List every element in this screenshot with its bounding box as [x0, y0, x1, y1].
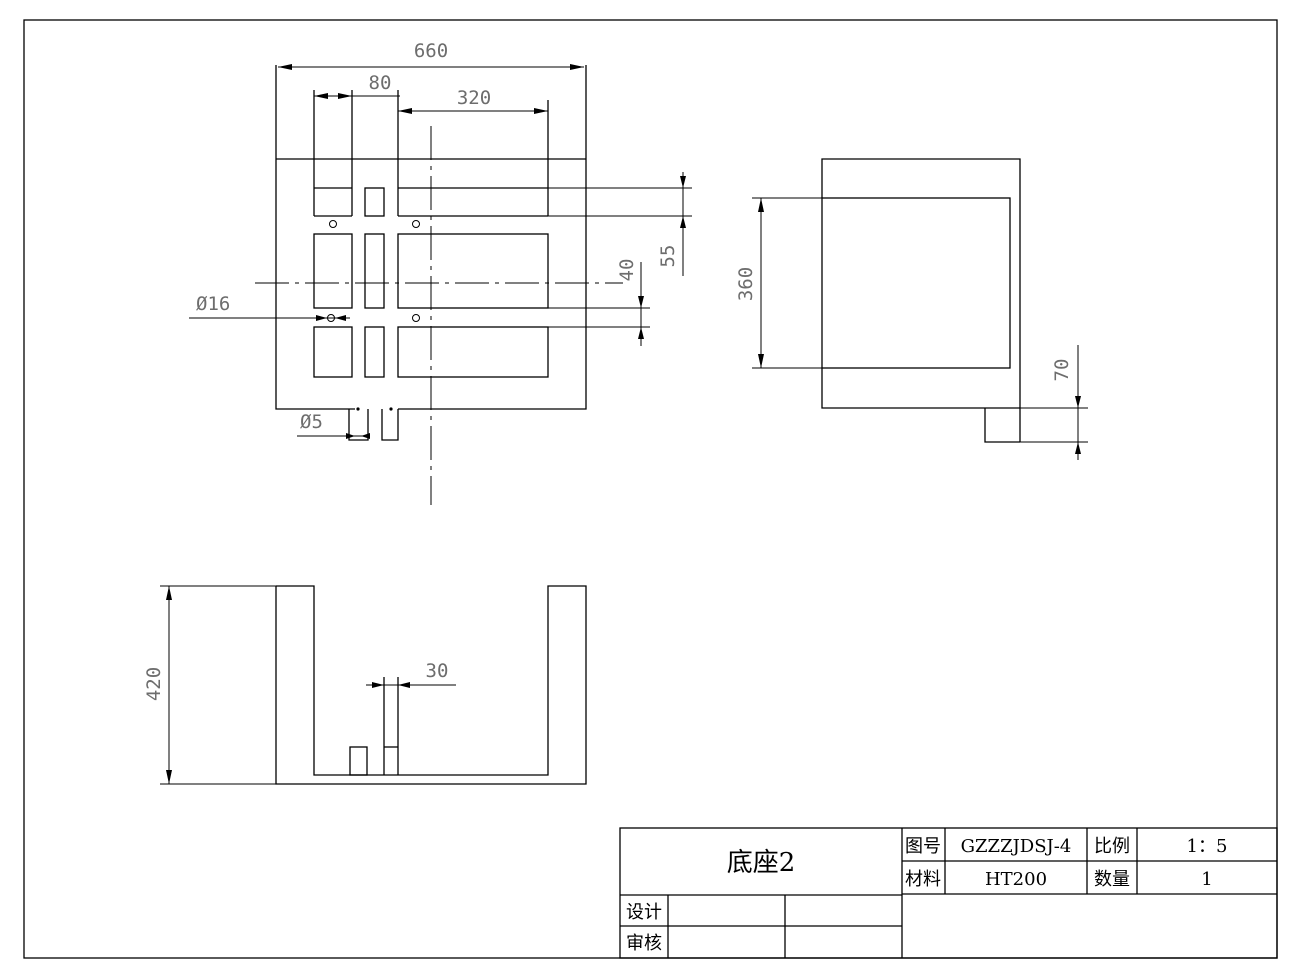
dimension-80-label: 80 [369, 72, 392, 94]
title-block: 底座2 图号 GZZZJDSJ-4 比例 1：5 材料 HT200 数量 1 设… [619, 827, 1278, 959]
scale-value: 1：5 [1187, 836, 1228, 857]
design-label: 设计 [626, 902, 662, 923]
dimension-420: 420 [143, 585, 276, 785]
side-view [821, 158, 1021, 443]
dimension-dia16-label: Ø16 [196, 293, 230, 315]
drawing-no: GZZZJDSJ-4 [961, 836, 1072, 857]
dimension-420-label: 420 [143, 667, 165, 701]
dimension-40-label: 40 [616, 259, 638, 282]
quantity-label: 数量 [1094, 869, 1130, 890]
material-value: HT200 [985, 869, 1047, 890]
dimension-320: 320 [398, 87, 548, 114]
sheet-border [23, 19, 1278, 959]
dimension-360-label: 360 [735, 267, 757, 301]
dimension-55-label: 55 [657, 245, 679, 268]
part-name: 底座2 [727, 848, 796, 878]
dimension-70-label: 70 [1051, 359, 1073, 382]
drawing-no-label: 图号 [905, 836, 941, 857]
material-label: 材料 [905, 869, 941, 890]
dimension-dia5-label: Ø5 [300, 411, 323, 433]
dimension-dia16: Ø16 [189, 293, 350, 321]
dimension-55: 55 [398, 172, 692, 276]
review-label: 审核 [626, 933, 662, 954]
dimension-360: 360 [735, 197, 822, 369]
dimension-dia5: Ø5 [297, 411, 370, 439]
front-view [275, 585, 587, 785]
dimension-660-label: 660 [414, 40, 448, 62]
scale-label: 比例 [1094, 836, 1130, 857]
dimension-70: 70 [1020, 345, 1088, 460]
dimension-30-label: 30 [426, 660, 449, 682]
top-view [255, 65, 623, 505]
dimension-660: 660 [278, 40, 584, 70]
dimension-40: 40 [416, 259, 650, 346]
quantity-value: 1 [1201, 869, 1212, 890]
dimension-320-label: 320 [457, 87, 491, 109]
dimension-80: 80 [314, 72, 400, 99]
dimension-30: 30 [366, 660, 456, 688]
